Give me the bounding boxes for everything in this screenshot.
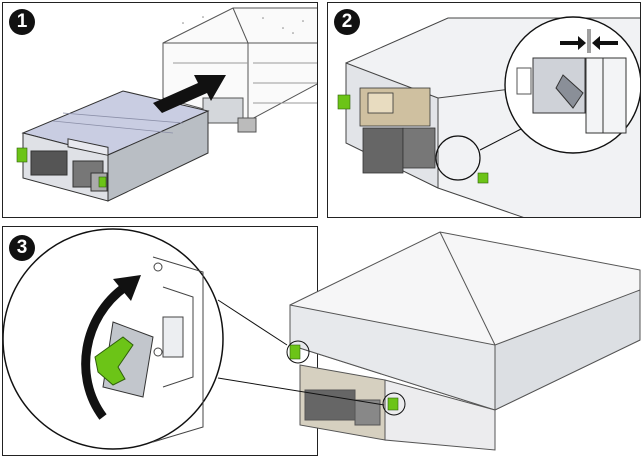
step-1-panel: 1	[2, 2, 318, 218]
latch-green-right	[98, 176, 107, 188]
chassis-3d	[289, 231, 641, 451]
latch-green-lever	[94, 336, 134, 386]
rotate-arrow-icon	[81, 275, 141, 420]
compress-arrows-icon	[560, 29, 618, 53]
step-1-illustration	[16, 7, 317, 202]
step-number-badge: 3	[9, 235, 35, 261]
module	[21, 90, 210, 202]
chassis-edge-detail	[152, 256, 204, 443]
latch-green-left	[16, 147, 28, 163]
step-2-illustration	[337, 16, 640, 217]
step-number-badge: 1	[9, 9, 35, 35]
chassis-dots	[182, 16, 304, 34]
step-3-panel: 3	[2, 226, 318, 456]
zoom-detail	[516, 57, 627, 134]
step-number-badge: 2	[334, 9, 360, 35]
server-module-front	[359, 87, 436, 174]
step-2-panel: 2	[327, 2, 641, 218]
latch-green-step2	[337, 94, 489, 184]
step-3-zoom-illustration	[3, 228, 224, 450]
insertion-arrow-icon	[153, 75, 226, 113]
